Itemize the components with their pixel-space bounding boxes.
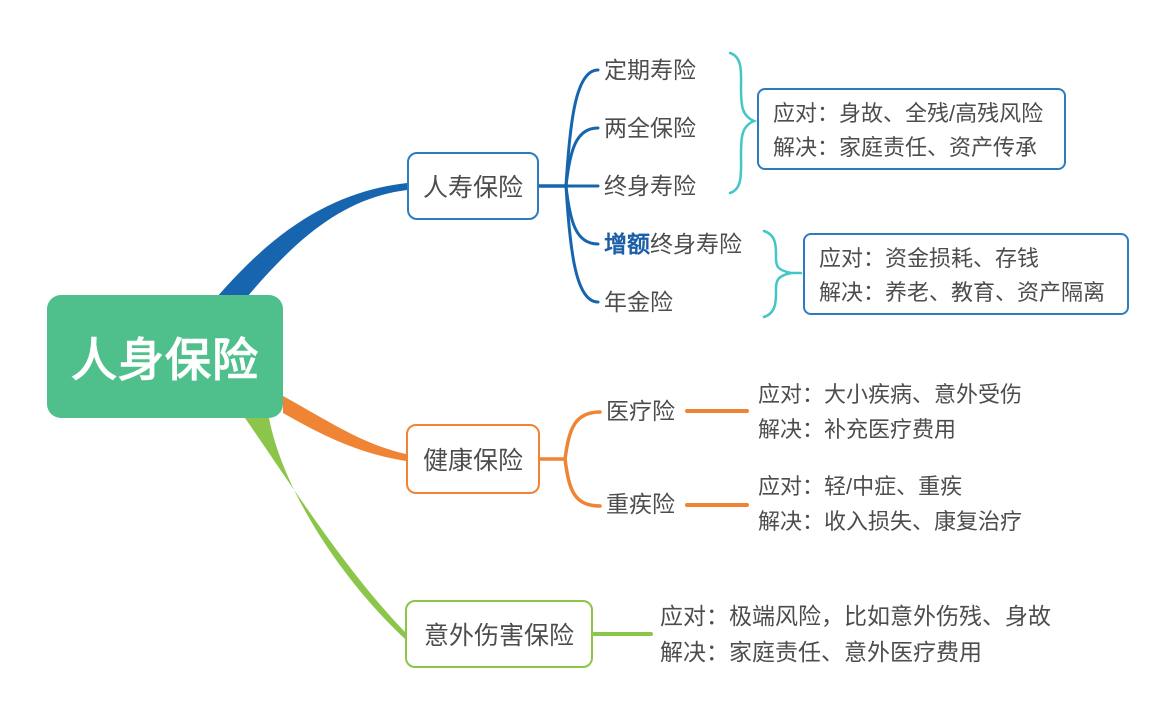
link-term-life <box>564 68 600 188</box>
note-medical-line1: 应对：大小疾病、意外受伤 <box>758 382 1023 407</box>
node-life-label: 人寿保险 <box>422 174 523 202</box>
note-life-line1: 应对：身故、全残/高残风险 <box>773 101 1044 126</box>
note-medical-line2: 解决：补充医疗费用 <box>758 417 957 442</box>
brace-savings <box>762 229 792 319</box>
node-health-insurance[interactable]: 健康保险 <box>406 424 540 494</box>
increasing-highlight: 增额 <box>604 231 650 257</box>
leaf-endowment[interactable]: 两全保险 <box>604 115 696 141</box>
leaf-medical-insurance[interactable]: 医疗险 <box>606 398 675 424</box>
brace-life-protection <box>728 51 758 195</box>
root-node[interactable]: 人身保险 <box>47 295 283 418</box>
branch-accident-link <box>245 418 405 639</box>
link-medical <box>563 410 602 461</box>
node-accident-label: 意外伤害保险 <box>423 622 574 650</box>
node-health-label: 健康保险 <box>422 447 523 475</box>
note-critical-line2: 解决：收入损失、康复治疗 <box>758 509 1023 534</box>
note-life-line2: 解决：家庭责任、资产传承 <box>773 135 1038 160</box>
root-label: 人身保险 <box>71 333 259 386</box>
link-critical <box>563 457 602 508</box>
note-medical: 应对：大小疾病、意外受伤 解决：补充医疗费用 <box>758 377 1022 447</box>
branch-health-link <box>283 396 406 461</box>
node-life-insurance[interactable]: 人寿保险 <box>407 152 539 220</box>
note-savings-line2: 解决：养老、教育、资产隔离 <box>819 280 1106 305</box>
note-critical: 应对：轻/中症、重疾 解决：收入损失、康复治疗 <box>758 469 1022 539</box>
link-annuity <box>564 184 600 304</box>
note-accident-line2: 解决：家庭责任、意外医疗费用 <box>660 639 982 665</box>
leaf-annuity[interactable]: 年金险 <box>604 289 673 315</box>
leaf-term-life[interactable]: 定期寿险 <box>604 57 696 83</box>
node-accident-insurance[interactable]: 意外伤害保险 <box>405 600 593 668</box>
note-savings-line1: 应对：资金损耗、存钱 <box>819 246 1040 271</box>
note-accident-line1: 应对：极端风险，比如意外伤残、身故 <box>660 603 1051 629</box>
increasing-rest: 终身寿险 <box>650 231 742 257</box>
note-box-savings: 应对：资金损耗、存钱 解决：养老、教育、资产隔离 <box>803 233 1129 315</box>
link-endowment <box>564 126 600 188</box>
leaf-increasing-whole-life[interactable]: 增额终身寿险 <box>604 233 742 256</box>
note-box-life-protection: 应对：身故、全残/高残风险 解决：家庭责任、资产传承 <box>757 88 1066 170</box>
note-critical-line1: 应对：轻/中症、重疾 <box>758 474 963 499</box>
leaf-critical-illness[interactable]: 重疾险 <box>606 491 675 517</box>
leaf-whole-life[interactable]: 终身寿险 <box>604 173 696 199</box>
note-accident: 应对：极端风险，比如意外伤残、身故 解决：家庭责任、意外医疗费用 <box>660 598 1051 670</box>
branch-life-link <box>217 183 407 297</box>
